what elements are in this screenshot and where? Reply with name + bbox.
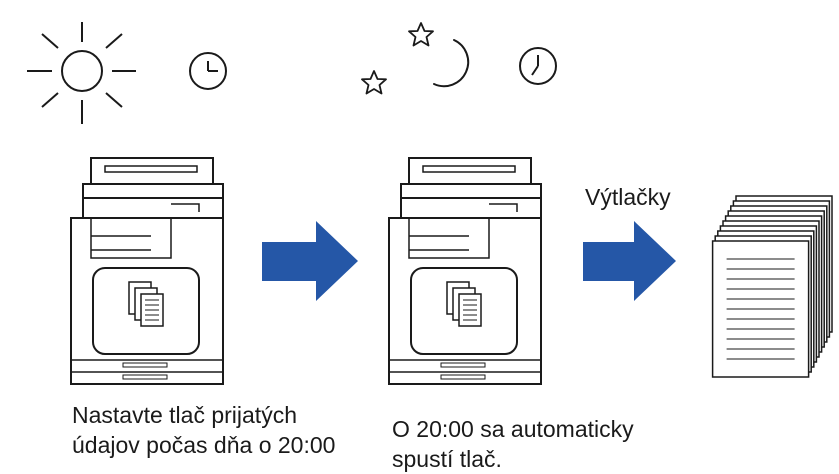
arrow-right-icon bbox=[583, 221, 676, 301]
printer-right bbox=[388, 157, 542, 385]
star-icon bbox=[361, 70, 387, 95]
right-caption: O 20:00 sa automaticky spustí tlač. bbox=[392, 414, 634, 474]
printer-left bbox=[70, 157, 224, 385]
moon-icon bbox=[433, 39, 470, 88]
output-arrow-label: Výtlačky bbox=[585, 184, 671, 210]
star-icon bbox=[408, 22, 434, 47]
arrow-right-icon bbox=[262, 221, 358, 301]
printed-pages-stack-icon bbox=[711, 195, 833, 378]
left-caption-line1: Nastavte tlač prijatých bbox=[72, 402, 297, 428]
left-caption: Nastavte tlač prijatých údajov počas dňa… bbox=[72, 400, 335, 460]
day-clock-icon bbox=[189, 52, 227, 90]
right-caption-line2: spustí tlač. bbox=[392, 446, 502, 472]
night-clock-icon bbox=[519, 47, 557, 85]
right-caption-line1: O 20:00 sa automaticky bbox=[392, 416, 634, 442]
sun-icon bbox=[27, 22, 136, 124]
left-caption-line2: údajov počas dňa o 20:00 bbox=[72, 432, 336, 458]
